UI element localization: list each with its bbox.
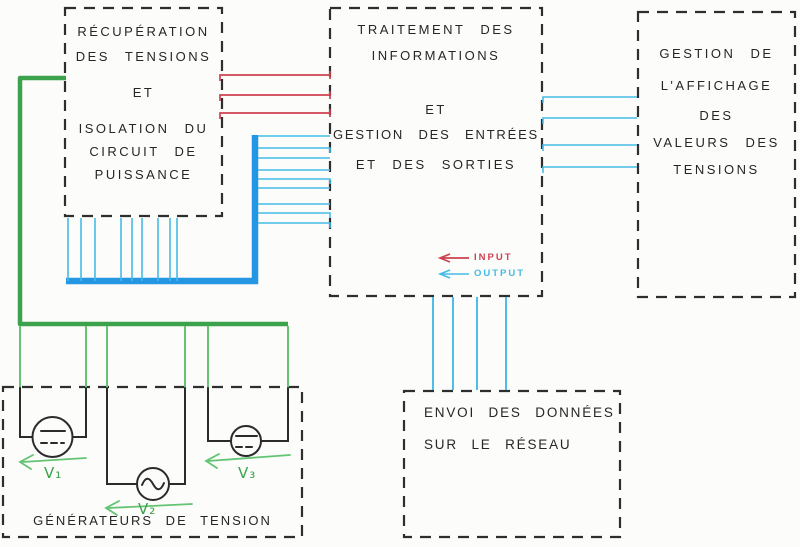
output-lines-to-envoi [432, 297, 507, 390]
legend-output-arrow-icon [437, 269, 469, 279]
v1-label: V₁ [44, 464, 63, 482]
legend-input-label: INPUT [474, 252, 513, 263]
box-recuperation-line-1: RÉCUPÉRATION [77, 24, 210, 39]
v3-label: V₃ [238, 464, 257, 482]
input-lines [219, 71, 331, 119]
box-traitement-line-3: ET [425, 102, 447, 117]
box-affichage-line-1: GESTION DE [659, 46, 774, 61]
output-bus-thick [66, 135, 259, 285]
box-traitement-label: TRAITEMENT DES INFORMATIONS ET GESTION D… [330, 8, 542, 173]
v1-arrow-icon [18, 454, 87, 470]
generator-drop-lines [19, 326, 289, 389]
v3-arrow-icon [204, 453, 291, 469]
output-drop-lines [67, 218, 178, 281]
box-recuperation-label: RÉCUPÉRATION DES TENSIONS ET ISOLATION D… [65, 8, 222, 183]
box-traitement-line-2: INFORMATIONS [371, 48, 501, 63]
box-affichage-outline [636, 10, 797, 299]
box-recuperation-line-4: ISOLATION DU [78, 121, 209, 136]
generator-v3-dc-source-icon [207, 387, 289, 457]
box-affichage-line-2: L'AFFICHAGE [660, 78, 773, 93]
box-recuperation-outline [63, 6, 224, 218]
output-lines-to-affichage [542, 96, 637, 173]
output-branch-lines [258, 135, 331, 228]
box-affichage-label: GESTION DE L'AFFICHAGE DES VALEURS DES T… [638, 12, 795, 178]
box-envoi-line-1: ENVOI DES DONNÉES [424, 405, 615, 420]
box-recuperation-line-2: DES TENSIONS [75, 49, 212, 64]
box-generateurs-caption: GÉNÉRATEURS DE TENSION [33, 513, 272, 528]
box-traitement-line-4: GESTION DES ENTRÉES [332, 127, 540, 142]
box-recuperation-line-5: CIRCUIT DE [89, 144, 198, 159]
box-traitement-line-1: TRAITEMENT DES [357, 22, 515, 37]
box-traitement-line-5: ET DES SORTIES [355, 157, 517, 172]
legend-output-label: OUTPUT [474, 268, 526, 279]
box-envoi-outline [402, 389, 622, 539]
v2-arrow-icon [104, 500, 193, 516]
v2-label: V₂ [138, 500, 157, 518]
box-generateurs-outline [1, 385, 304, 539]
legend-input-arrow-icon [437, 253, 469, 263]
box-affichage-line-4: VALEURS DES [653, 135, 780, 150]
box-recuperation-line-3: ET [132, 85, 155, 100]
box-envoi-line-2: SUR LE RÉSEAU [424, 437, 572, 452]
box-affichage-line-3: DES [699, 108, 734, 123]
box-affichage-line-5: TENSIONS [673, 162, 760, 177]
generator-v2-ac-source-icon [106, 387, 186, 501]
box-recuperation-line-6: PUISSANCE [94, 167, 193, 182]
box-envoi-label: ENVOI DES DONNÉES SUR LE RÉSEAU [404, 391, 640, 453]
generator-feed-line [17, 75, 288, 327]
generator-v1-dc-source-icon [19, 387, 87, 458]
